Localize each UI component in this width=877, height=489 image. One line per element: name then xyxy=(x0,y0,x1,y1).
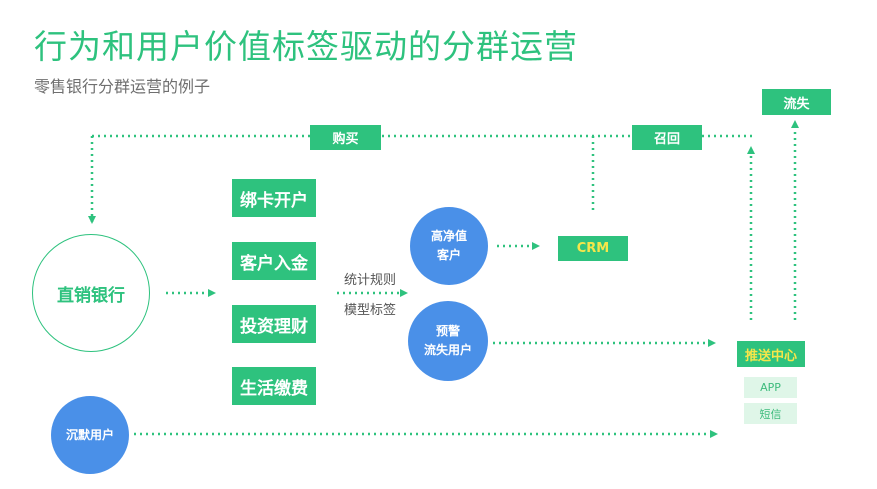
warning-label-1: 预警 xyxy=(435,324,460,338)
sms-channel: 短信 xyxy=(744,403,797,424)
high-value-label-1: 高净值 xyxy=(430,229,467,243)
card-open-box: 绑卡开户 xyxy=(232,179,316,217)
push-center-box: 推送中心 xyxy=(737,341,805,367)
high-value-label-2: 客户 xyxy=(436,248,461,262)
churn-box: 流失 xyxy=(762,89,831,115)
warning-circle: 预警 流失用户 xyxy=(408,301,488,381)
page-title: 行为和用户价值标签驱动的分群运营 xyxy=(34,27,578,66)
utility-box: 生活缴费 xyxy=(232,367,316,405)
rule-model-label: 模型标签 xyxy=(344,303,397,318)
wealth-box: 投资理财 xyxy=(232,305,316,343)
high-value-circle: 高净值 客户 xyxy=(410,207,488,285)
app-channel: APP xyxy=(744,377,797,398)
page-subtitle: 零售银行分群运营的例子 xyxy=(34,77,211,96)
crm-box: CRM xyxy=(558,236,628,261)
buy-label: 购买 xyxy=(310,125,381,150)
direct-bank-circle: 直销银行 xyxy=(32,234,150,352)
deposit-box: 客户入金 xyxy=(232,242,316,280)
silent-users-label: 沉默用户 xyxy=(65,427,114,442)
warning-label-2: 流失用户 xyxy=(423,343,472,357)
recall-label: 召回 xyxy=(632,125,702,150)
silent-users-circle: 沉默用户 xyxy=(51,396,129,474)
direct-bank-label: 直销银行 xyxy=(57,285,125,306)
rule-stats-label: 统计规则 xyxy=(344,273,397,288)
